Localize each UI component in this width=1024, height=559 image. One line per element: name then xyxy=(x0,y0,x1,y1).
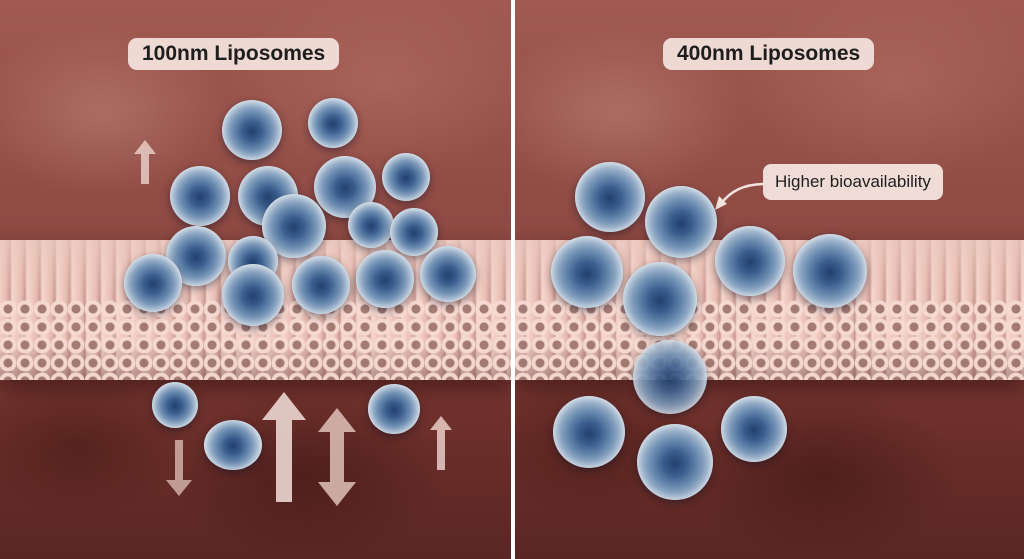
liposome xyxy=(420,246,476,302)
membrane-tubes xyxy=(515,300,1024,380)
liposome xyxy=(721,396,787,462)
liposome xyxy=(637,424,713,500)
liposome xyxy=(715,226,785,296)
liposome xyxy=(551,236,623,308)
liposome xyxy=(170,166,230,226)
arrow-icon xyxy=(318,408,356,506)
liposome xyxy=(633,340,707,414)
liposome xyxy=(222,264,284,326)
arrow-icon xyxy=(430,416,452,470)
liposome xyxy=(152,382,198,428)
liposome xyxy=(645,186,717,258)
arrow-icon xyxy=(134,140,156,184)
callout-higher-bioavailability: Higher bioavailability xyxy=(763,164,943,200)
liposome xyxy=(390,208,438,256)
liposome xyxy=(575,162,645,232)
panel-divider xyxy=(511,0,515,559)
liposome xyxy=(793,234,867,308)
panel-400nm: 400nm Liposomes Higher bioavailability xyxy=(515,0,1024,559)
callout-arrow-icon xyxy=(715,182,766,210)
liposome xyxy=(348,202,394,248)
arrow-icon xyxy=(166,440,192,496)
title-400nm-liposomes: 400nm Liposomes xyxy=(663,38,875,70)
liposome xyxy=(382,153,430,201)
liposome xyxy=(368,384,420,434)
liposome xyxy=(623,262,697,336)
liposome xyxy=(553,396,625,468)
liposome xyxy=(124,254,182,312)
liposome xyxy=(204,420,262,470)
arrow-icon xyxy=(262,392,306,502)
panel-100nm: 100nm Liposomes xyxy=(0,0,511,559)
liposome xyxy=(292,256,350,314)
liposome xyxy=(308,98,358,148)
liposome xyxy=(222,100,282,160)
liposome xyxy=(356,250,414,308)
title-100nm-liposomes: 100nm Liposomes xyxy=(128,38,340,70)
